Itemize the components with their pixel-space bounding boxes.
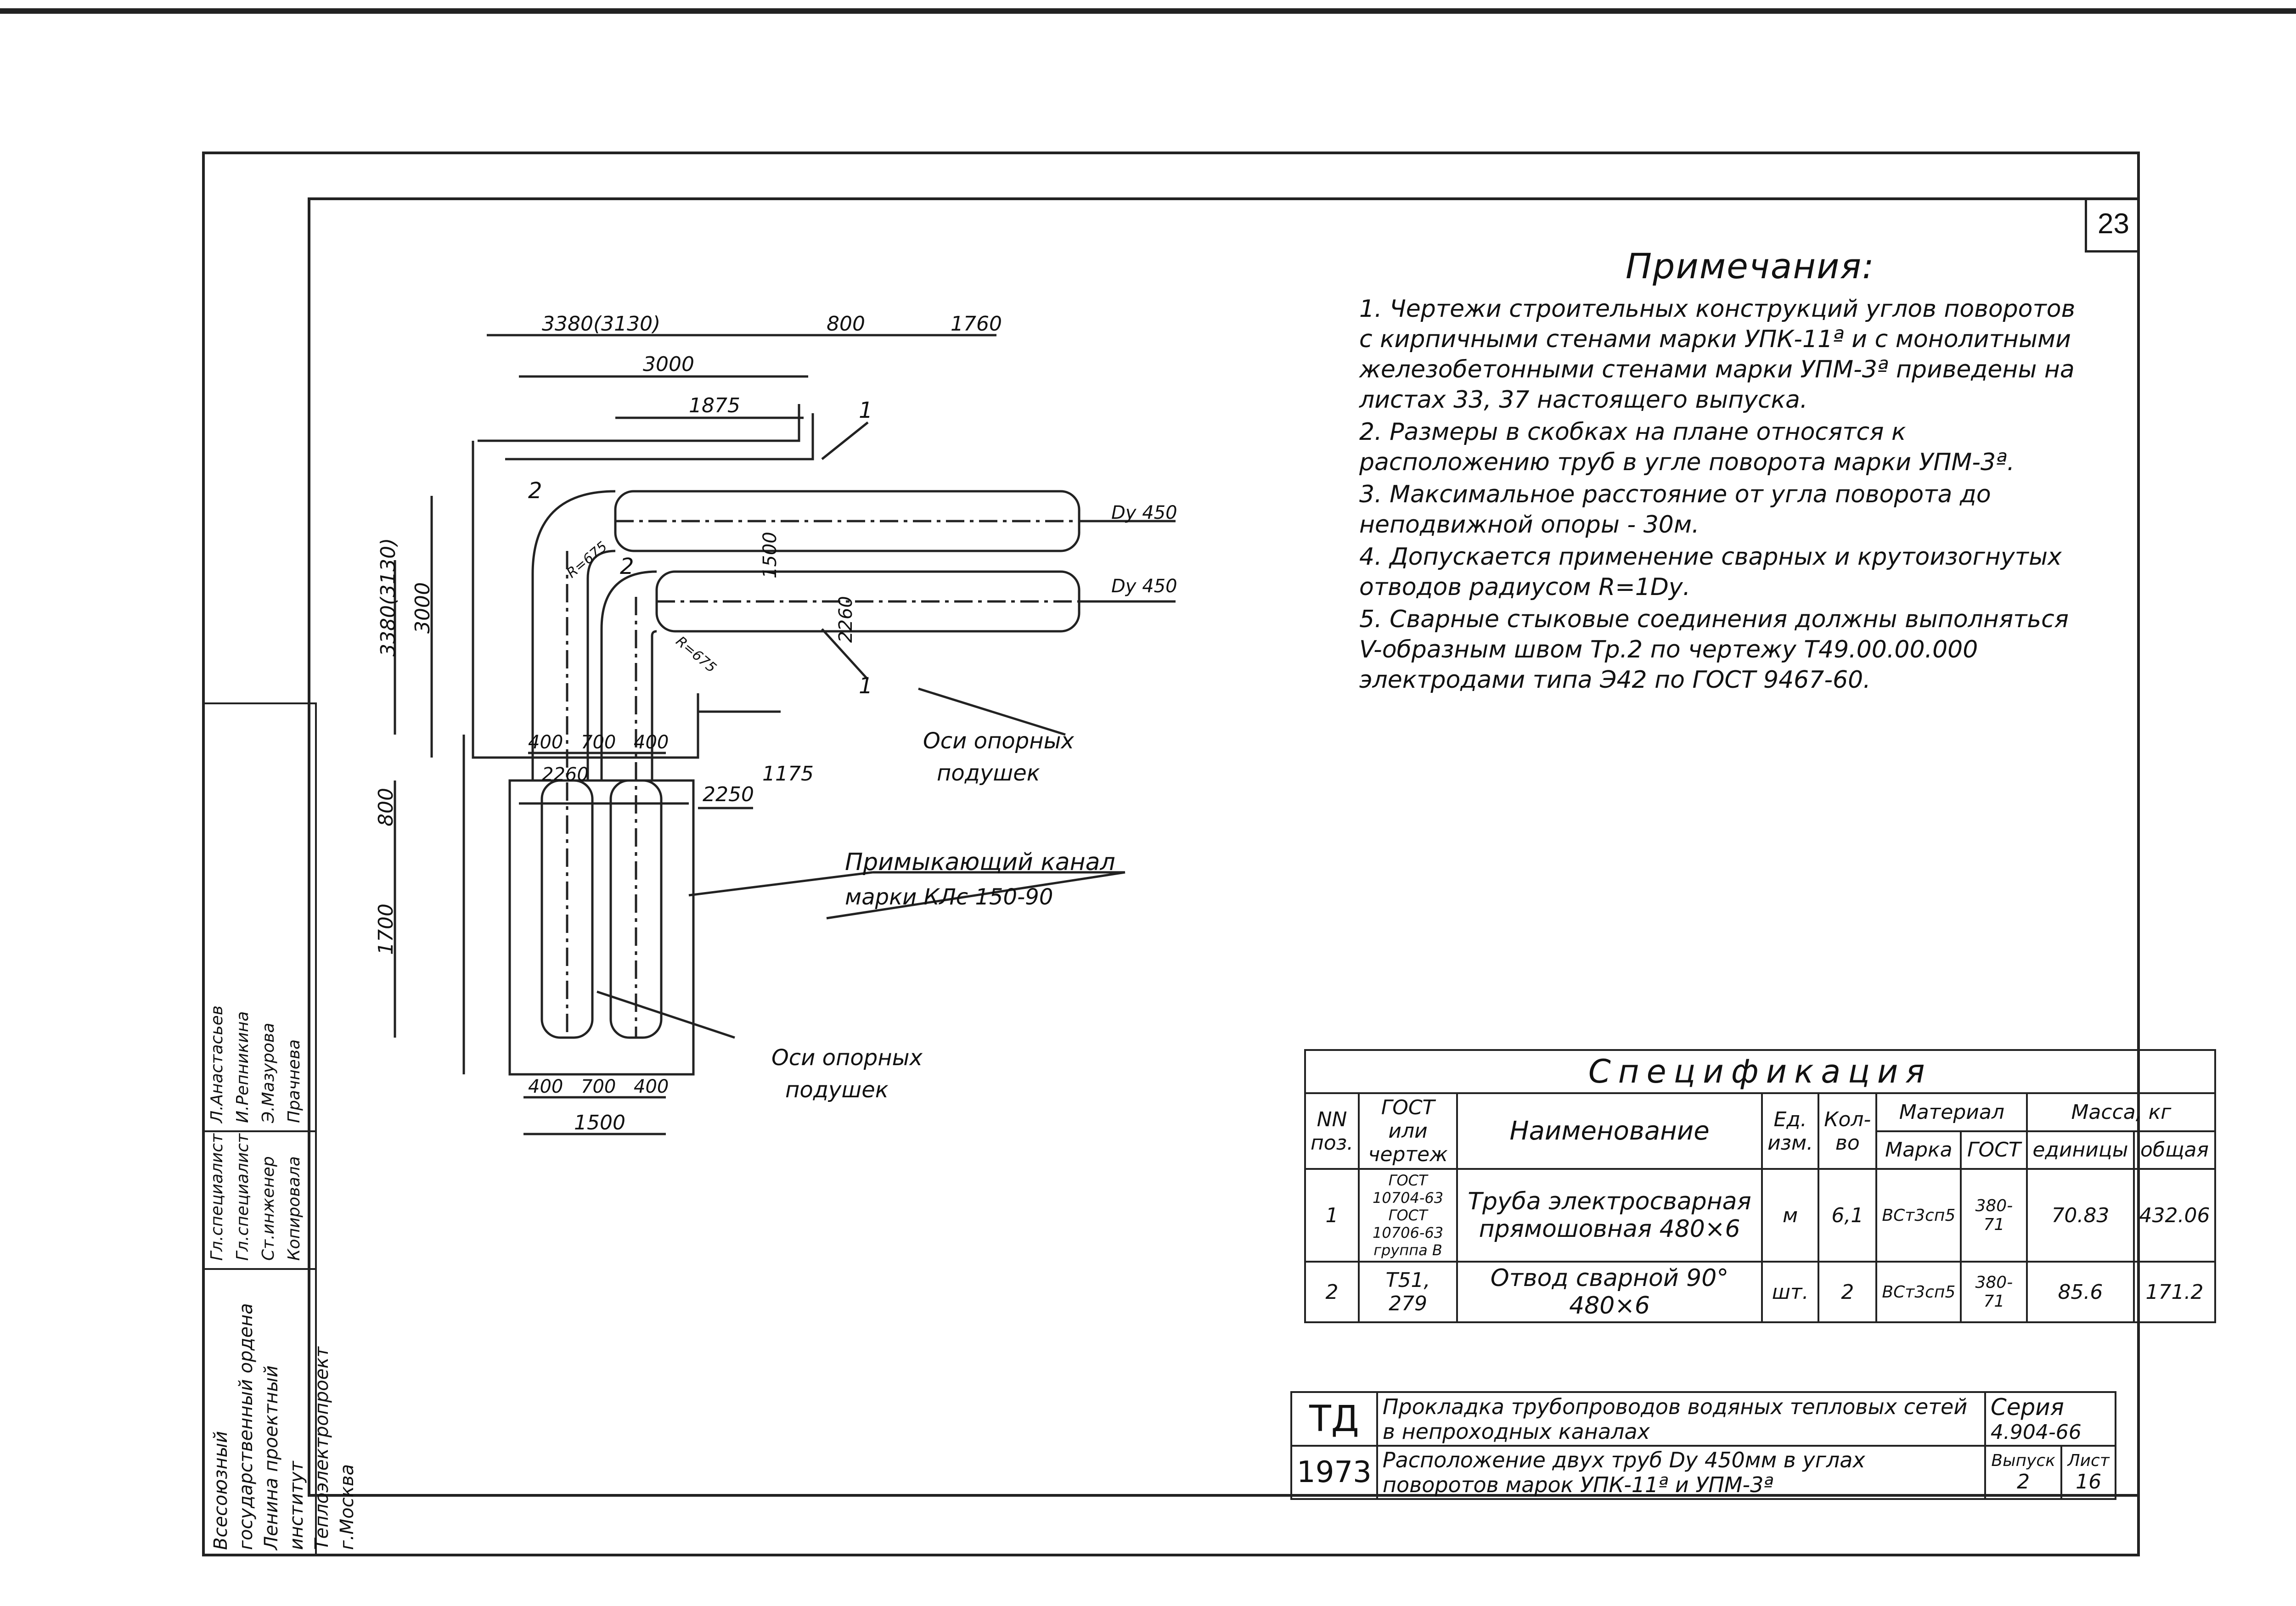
dim-400-c: 400: [528, 1076, 563, 1097]
spec-cell: 380-71: [1960, 1168, 2028, 1263]
label-channel-line1: Примыкающий канал: [845, 848, 1115, 876]
mark-2-b: 2: [620, 554, 634, 579]
spec-cell: Отвод сварной 90° 480×6: [1456, 1261, 1763, 1323]
mark-1-a: 1: [859, 398, 873, 423]
spec-cell: ВСт3сп5: [1875, 1168, 1962, 1263]
spec-cell: 432.06: [2133, 1168, 2217, 1263]
notes-list: 1. Чертежи строительных конструкций угло…: [1359, 294, 2094, 697]
label-dy450-b: Dу 450: [1111, 576, 1177, 597]
spec-cell: м: [1761, 1168, 1820, 1263]
spec-header-mass: Масса, кг: [2026, 1092, 2217, 1132]
dim-1700-vertical: 1700: [374, 904, 398, 955]
spec-header-marka: Марка: [1875, 1130, 1962, 1170]
dim-700-a: 700: [581, 732, 616, 753]
spec-cell: 1: [1304, 1168, 1360, 1263]
spec-caption: Спецификация: [1304, 1049, 2217, 1094]
title-line-2: Расположение двух труб Dу 450мм в углах …: [1376, 1445, 1986, 1500]
label-axes-1-line2: подушек: [937, 760, 1040, 786]
spec-cell: ВСт3сп5: [1875, 1261, 1962, 1323]
table-row: 1 ГОСТ 10704-63 ГОСТ 10706-63 группа В Т…: [1304, 1168, 2217, 1263]
spec-cell: 380-71: [1960, 1261, 2028, 1323]
notes-title: Примечания:: [1626, 246, 1875, 286]
spec-header-nn: NN поз.: [1304, 1092, 1360, 1170]
dim-r675-b: R=675: [673, 633, 720, 676]
dim-1175: 1175: [762, 762, 814, 786]
note-4: 4. Допускается применение сварных и крут…: [1359, 543, 2062, 601]
issue-value: 2: [2017, 1470, 2030, 1494]
year: 1973: [1290, 1445, 1378, 1500]
dim-2260: 2260: [542, 764, 589, 785]
spec-header-unit-mass: единицы: [2026, 1130, 2135, 1170]
dim-400-a: 400: [528, 732, 563, 753]
label-axes-2-line1: Оси опорных: [771, 1045, 923, 1071]
top-border-line: [0, 8, 2296, 14]
dim-3000-vertical: 3000: [411, 582, 434, 634]
issue-cell: Выпуск 2: [1984, 1445, 2063, 1500]
sheet-number: 23: [2085, 197, 2140, 253]
spec-cell: 85.6: [2026, 1261, 2135, 1323]
label-axes-2-line2: подушек: [785, 1077, 889, 1103]
dim-400-b: 400: [634, 732, 669, 753]
series-cell: Серия 4.904-66: [1984, 1391, 2116, 1447]
mark-2-a: 2: [528, 478, 542, 504]
spec-header-total: общая: [2133, 1130, 2217, 1170]
label-axes-1-line1: Оси опорных: [923, 728, 1074, 754]
title-block: ТД Прокладка трубопроводов водяных тепло…: [1290, 1391, 2116, 1500]
note-5: 5. Сварные стыковые соединения должны вы…: [1359, 606, 2069, 694]
spec-cell: 70.83: [2026, 1168, 2135, 1263]
issue-label: Выпуск: [1991, 1451, 2055, 1470]
spec-header-unit: Ед. изм.: [1761, 1092, 1820, 1170]
spec-cell: 6,1: [1818, 1168, 1878, 1263]
sheet-cell: Лист 16: [2060, 1445, 2116, 1500]
spec-cell: 2: [1818, 1261, 1878, 1323]
dim-2260-vertical: 2260: [835, 596, 856, 643]
specification-table: Спецификация NN поз. ГОСТ или чертеж Наи…: [1304, 1049, 2217, 1323]
dim-3380-3130: 3380(3130): [542, 312, 660, 336]
dim-3380-3130-vertical: 3380(3130): [377, 538, 400, 657]
note-2: 2. Размеры в скобках на плане относятся …: [1359, 418, 2015, 476]
dim-2250: 2250: [703, 783, 754, 806]
table-row: 2 Т51, 279 Отвод сварной 90° 480×6 шт. 2…: [1304, 1261, 2217, 1323]
dim-1500: 1500: [574, 1111, 625, 1134]
mark-1-b: 1: [859, 673, 873, 699]
spec-cell: 171.2: [2133, 1261, 2217, 1323]
spec-cell: Т51, 279: [1358, 1261, 1458, 1323]
dim-3000: 3000: [643, 353, 694, 376]
title-line-1: Прокладка трубопроводов водяных тепловых…: [1376, 1391, 1986, 1447]
series-label: Серия: [1990, 1394, 2064, 1421]
label-channel-line2: марки КЛс 150-90: [845, 884, 1053, 910]
dim-1500-vertical: 1500: [760, 532, 781, 578]
dim-800: 800: [827, 312, 865, 336]
spec-header-gost: ГОСТ или чертеж: [1358, 1092, 1458, 1170]
dim-1760: 1760: [951, 312, 1002, 336]
label-dy450-a: Dу 450: [1111, 502, 1177, 523]
spec-cell: Труба электросварная прямошовная 480×6: [1456, 1168, 1763, 1263]
spec-cell: ГОСТ 10704-63 ГОСТ 10706-63 группа В: [1358, 1168, 1458, 1263]
sheet-value: 16: [2076, 1470, 2102, 1494]
inner-frame: [308, 197, 2140, 1497]
note-1: 1. Чертежи строительных конструкций угло…: [1359, 295, 2076, 414]
spec-header-qty: Кол-во: [1818, 1092, 1878, 1170]
dim-800-vertical: 800: [374, 788, 398, 826]
spec-cell: 2: [1304, 1261, 1360, 1323]
org-mark: ТД: [1290, 1391, 1378, 1447]
note-3: 3. Максимальное расстояние от угла повор…: [1359, 481, 1991, 539]
spec-header-gost2: ГОСТ: [1960, 1130, 2028, 1170]
spec-header-material: Материал: [1875, 1092, 2028, 1132]
spec-header-name: Наименование: [1456, 1092, 1763, 1170]
series-value: 4.904-66: [1990, 1421, 2082, 1444]
dim-400-d: 400: [634, 1076, 669, 1097]
spec-cell: шт.: [1761, 1261, 1820, 1323]
sheet-label: Лист: [2067, 1451, 2110, 1470]
dim-1875: 1875: [689, 394, 740, 417]
dim-700-b: 700: [581, 1076, 616, 1097]
